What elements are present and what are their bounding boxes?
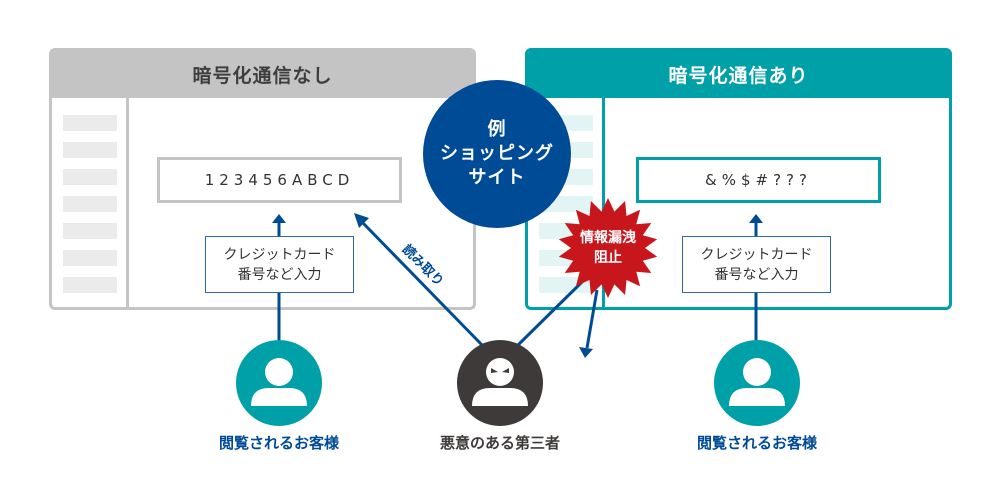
customer-caption-left: 閲覧されるお客様 bbox=[218, 434, 339, 452]
read-arrow-line bbox=[360, 220, 484, 347]
arrow-head-up-right bbox=[749, 214, 763, 223]
blocked-line2: 阻止 bbox=[594, 250, 622, 266]
instruction-line1: クレジットカード bbox=[223, 246, 336, 263]
customer-caption-right: 閲覧されるお客様 bbox=[696, 434, 817, 452]
instruction-line1: クレジットカード bbox=[700, 246, 813, 263]
sidebar-bar bbox=[63, 277, 117, 293]
sidebar-bar bbox=[63, 196, 117, 212]
blocked-badge-text: 情報漏洩 阻止 bbox=[560, 228, 656, 268]
badge-line1: 例 bbox=[487, 119, 507, 140]
attack-line-encrypted bbox=[516, 278, 586, 347]
sidebar-bar bbox=[63, 223, 117, 239]
card-number-field-plain[interactable]: 123456ABCD bbox=[157, 157, 402, 203]
instruction-line2: 番号など入力 bbox=[714, 266, 799, 283]
instruction-line2: 番号など入力 bbox=[237, 266, 322, 283]
read-arrow-head bbox=[354, 213, 369, 228]
deflect-arrow-head bbox=[579, 347, 593, 358]
sidebar-bar bbox=[63, 142, 117, 158]
user-icon bbox=[714, 340, 800, 426]
hacker-icon bbox=[457, 340, 543, 426]
panel-title: 暗号化通信あり bbox=[528, 51, 949, 98]
input-instruction-box-right: クレジットカード 番号など入力 bbox=[682, 236, 831, 293]
arrow-head-up-left bbox=[272, 214, 286, 223]
user-icon bbox=[236, 340, 322, 426]
sidebar-bar bbox=[63, 169, 117, 185]
blocked-line1: 情報漏洩 bbox=[580, 230, 636, 246]
badge-line3: サイト bbox=[468, 167, 526, 188]
card-number-field-encrypted[interactable]: &%$#??? bbox=[636, 157, 881, 203]
deflect-arrow-line bbox=[585, 289, 599, 349]
sidebar-bar bbox=[63, 115, 117, 131]
sidebar bbox=[52, 98, 129, 307]
blocked-burst-shape bbox=[558, 198, 658, 298]
panel-title: 暗号化通信なし bbox=[52, 51, 473, 98]
sidebar-bar bbox=[63, 250, 117, 266]
badge-line2: ショッピング bbox=[440, 143, 554, 164]
attacker-caption: 悪意のある第三者 bbox=[439, 434, 560, 452]
input-instruction-box-left: クレジットカード 番号など入力 bbox=[205, 236, 354, 293]
shopping-site-badge: 例 ショッピング サイト bbox=[423, 80, 571, 228]
